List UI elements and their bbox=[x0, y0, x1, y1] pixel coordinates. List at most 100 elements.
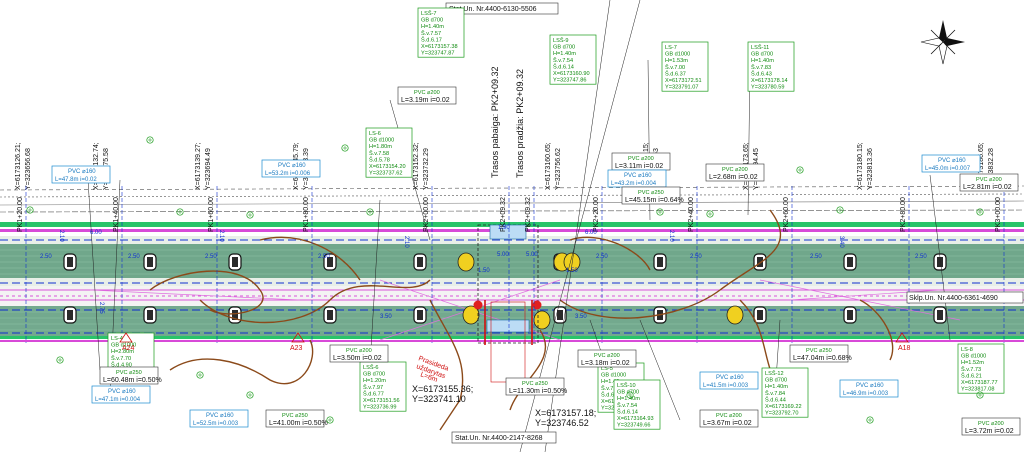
pk-station-text: PK2+60.00 bbox=[783, 197, 790, 232]
top-coordinate-text: X=6173180.15; bbox=[857, 142, 864, 190]
manhole-box-line: Y=323780.59 bbox=[751, 85, 784, 91]
tree-icon bbox=[176, 208, 184, 216]
pipe-label-length: L=3.72m i=0.02 bbox=[965, 428, 1014, 435]
manhole-box-line: Y=323817.08 bbox=[961, 387, 994, 393]
pipe-label-box bbox=[839, 379, 899, 398]
green-strip-top bbox=[0, 222, 1024, 227]
manhole-box-line: Y=323747.86 bbox=[553, 78, 586, 84]
manhole-box-line: Y=323791.07 bbox=[665, 85, 698, 91]
marker-labels: A24 A23 A18 bbox=[119, 332, 911, 352]
tree-cross bbox=[708, 212, 712, 216]
manhole-box-line: Š.d.6.43 bbox=[751, 70, 772, 77]
tree-cross bbox=[978, 210, 982, 214]
manhole-box-line: H=1.20m bbox=[363, 378, 386, 384]
manhole-box-line: LSŠ-11 bbox=[751, 44, 769, 51]
manhole-box bbox=[957, 343, 1005, 394]
manhole-box-line: GB d700 bbox=[421, 18, 443, 24]
pipe-label-length: L=2.81m i=0.02 bbox=[963, 184, 1012, 191]
pipe-label-box bbox=[699, 371, 759, 390]
dimension-vertical-text: 2.10 bbox=[58, 230, 64, 242]
manhole-box-line: Š.v.7.60 bbox=[601, 385, 621, 392]
tree-cross bbox=[978, 393, 982, 397]
dimension-text: 2.50 bbox=[318, 254, 330, 260]
dimension-text: 2.50 bbox=[205, 254, 217, 260]
pipe-label-box bbox=[261, 159, 321, 178]
tree-icon bbox=[146, 136, 154, 144]
yellow-inlet-icon bbox=[563, 252, 581, 272]
pipe-label-box bbox=[789, 344, 849, 363]
pipe-label-length: L=2.68m i=0.02 bbox=[709, 174, 758, 181]
pipe-label-type: PVC ⌀250 bbox=[806, 348, 832, 354]
gully-grate-icon bbox=[147, 257, 153, 267]
gully-group bbox=[63, 252, 947, 330]
tree-icon bbox=[246, 391, 254, 399]
tree-cross bbox=[868, 418, 872, 422]
dimension-text: 2.50 bbox=[128, 254, 140, 260]
yellow-inlet-icon bbox=[533, 310, 551, 330]
pipe-label-box bbox=[705, 163, 765, 182]
manhole-box-line: X=6173160.90 bbox=[553, 71, 590, 77]
manhole-box-line: LS-8 bbox=[961, 347, 973, 353]
tree-cross bbox=[248, 393, 252, 397]
manhole-box-line: GB d1000 bbox=[665, 52, 690, 58]
tree-icon bbox=[976, 391, 984, 399]
bottom-coordinate-text: Y=323741.10 bbox=[412, 394, 466, 404]
pipe-label-box bbox=[329, 344, 389, 363]
pipe-label-box bbox=[961, 417, 1021, 436]
pipe-label-box bbox=[51, 165, 111, 184]
tree-icon bbox=[341, 144, 349, 152]
pipe-label-type: PVC ⌀160 bbox=[856, 383, 884, 389]
pk-station-text: PK1+40.00 bbox=[113, 197, 120, 232]
dimension-text: 1.50 bbox=[566, 268, 578, 274]
pipe-label-length: L=11.30m i=0.50% bbox=[509, 388, 567, 395]
manhole-box-line: LS-7 bbox=[665, 45, 677, 51]
compass-rose-icon bbox=[920, 20, 965, 65]
manhole-box-line: GB d700 bbox=[553, 45, 575, 51]
pipe-label-type: PVC ⌀200 bbox=[716, 413, 742, 419]
dimension-text: 1.90 bbox=[498, 225, 510, 231]
pipe-label-type: PVC ⌀200 bbox=[414, 90, 440, 96]
manhole-box-line: GB d700 bbox=[751, 52, 773, 58]
gully-grate-icon bbox=[417, 310, 423, 320]
green-strip-bottom bbox=[0, 336, 1024, 339]
tree-cross bbox=[343, 146, 347, 150]
manhole-box-line: Š.v.7.00 bbox=[665, 64, 685, 71]
manhole-box-line: LSŠ-7 bbox=[421, 10, 437, 17]
pipe-label-type: PVC ⌀160 bbox=[278, 163, 306, 169]
manhole-box-line: Y=323737.62 bbox=[369, 171, 402, 177]
gully-grate-icon bbox=[417, 257, 423, 267]
dimension-text: 3.50 bbox=[380, 314, 392, 320]
pipe-label-type: PVC ⌀250 bbox=[638, 190, 664, 196]
tree-icon bbox=[976, 208, 984, 216]
dimension-text: 6.00 bbox=[90, 230, 102, 236]
manhole-box-line: Š.v.7.58 bbox=[369, 150, 389, 157]
manhole-box-line: X=6173157.38 bbox=[421, 44, 458, 50]
dimension-text: 5.00 bbox=[526, 252, 538, 258]
manhole-box-line: Š.v.7.54 bbox=[553, 57, 573, 64]
gully-grate-icon bbox=[147, 310, 153, 320]
pipe-label-type: PVC ⌀160 bbox=[108, 389, 136, 395]
bottom-coordinate-labels: X=6173155.36;Y=323741.10X=6173157.18;Y=3… bbox=[412, 384, 596, 428]
tree-cross bbox=[628, 393, 632, 397]
manhole-box-line: Š.d.4.90 bbox=[111, 361, 132, 368]
top-coordinate-text: Y=323656.68 bbox=[25, 148, 32, 190]
pipe-label-length: L=3.67m i=0.02 bbox=[703, 420, 752, 427]
manhole-box-line: H=1.40m bbox=[765, 384, 788, 390]
pipe-label-length: L=47.1m i=0.004 bbox=[95, 397, 141, 403]
manhole-box-line: LS-4 bbox=[111, 336, 123, 342]
bottom-coordinate-text: Y=323746.52 bbox=[535, 418, 589, 428]
tree-cross bbox=[148, 138, 152, 142]
manhole-box-line: Y=323792.70 bbox=[765, 411, 798, 417]
pipe-label-type: PVC ⌀200 bbox=[346, 348, 372, 354]
pk-station-text: PK2+00.00 bbox=[423, 197, 430, 232]
gully-grate-icon bbox=[67, 257, 73, 267]
manhole-box-line: H=1.80m bbox=[369, 144, 392, 150]
dimension-text: 2.50 bbox=[810, 254, 822, 260]
top-coordinate-text: Y=323832.28 bbox=[988, 148, 995, 190]
pipe-label-type: PVC ⌀160 bbox=[206, 413, 234, 419]
manhole-box-line: X=6173169.22 bbox=[765, 404, 802, 410]
tree-cross bbox=[58, 358, 62, 362]
tree-cross bbox=[198, 373, 202, 377]
pipe-label-box bbox=[397, 86, 457, 105]
